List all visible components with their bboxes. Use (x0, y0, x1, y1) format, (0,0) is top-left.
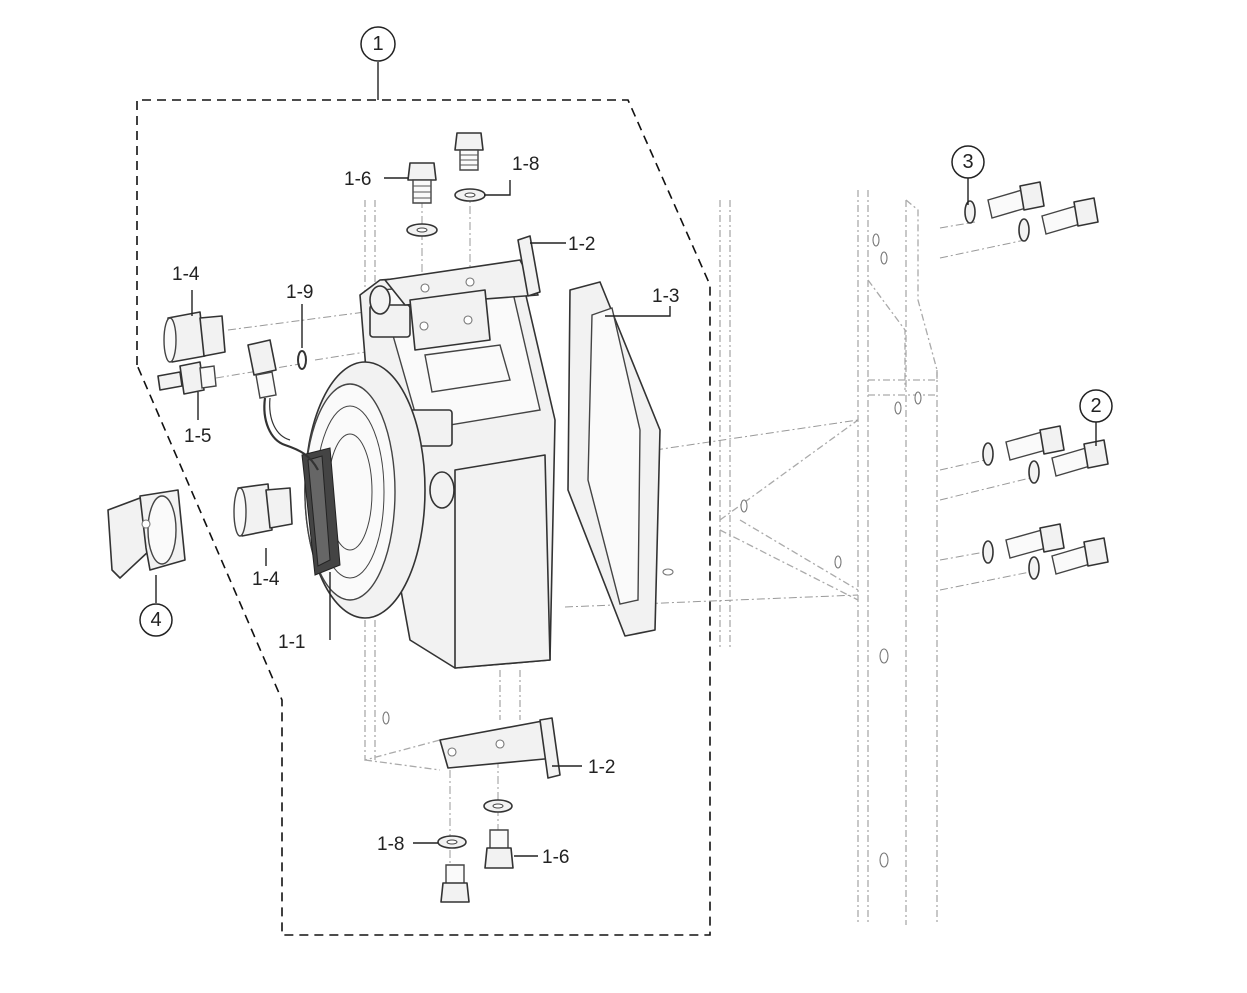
frame-hole-icon (740, 499, 748, 513)
bolt-top-1 (454, 132, 484, 171)
screw-set-2 (982, 425, 1109, 580)
frame-hole-icon (872, 233, 880, 247)
frame-hole-icon (382, 711, 390, 725)
frame-hole-icon (879, 648, 889, 664)
mounting-frame (364, 190, 938, 925)
callout-1: 1 (360, 26, 396, 62)
bracket-top (384, 235, 541, 351)
label-1-2-bottom: 1-2 (588, 757, 615, 778)
bolt-bottom-1 (484, 829, 514, 869)
cooler-body (301, 269, 556, 669)
bracket-bottom (439, 717, 561, 779)
screw-set-3 (964, 181, 1099, 242)
bolt-top-2 (407, 162, 437, 204)
label-1-9: 1-9 (286, 282, 313, 303)
label-1-8-bottom: 1-8 (377, 834, 404, 855)
frame-hole-icon (834, 555, 842, 569)
leader-lines (155, 62, 1097, 857)
label-1-5: 1-5 (184, 426, 211, 447)
callout-1-text: 1 (372, 33, 383, 55)
plug-top (163, 311, 226, 363)
port (429, 471, 455, 509)
temperature-sensor (157, 361, 217, 395)
label-1-1: 1-1 (278, 632, 305, 653)
label-1-4-top: 1-4 (172, 264, 200, 285)
o-ring (297, 350, 307, 370)
frame-hole-icon (914, 391, 922, 405)
callout-2-text: 2 (1090, 395, 1101, 417)
washers (406, 188, 513, 849)
callout-4: 4 (139, 603, 173, 637)
port (369, 285, 391, 315)
wire-harness (247, 339, 319, 471)
label-1-8-top: 1-8 (512, 154, 539, 175)
callout-3: 3 (951, 145, 985, 179)
gasket (567, 281, 661, 637)
callout-2: 2 (1079, 389, 1113, 423)
label-1-4-bottom: 1-4 (252, 569, 280, 590)
label-1-2-top: 1-2 (568, 234, 595, 255)
assembly-boundary (136, 99, 711, 936)
frame-hole-icon (662, 568, 674, 576)
label-1-6-bottom: 1-6 (542, 847, 569, 868)
bolt-bottom-2 (440, 864, 470, 903)
elbow-fitting (107, 489, 186, 579)
callout-4-text: 4 (150, 609, 161, 631)
plug-bottom (233, 483, 293, 537)
frame-hole-icon (894, 401, 902, 415)
frame-hole-icon (880, 251, 888, 265)
callout-3-text: 3 (962, 151, 973, 173)
label-1-3: 1-3 (652, 286, 679, 307)
label-1-6-top: 1-6 (344, 169, 371, 190)
frame-hole-icon (879, 852, 889, 868)
